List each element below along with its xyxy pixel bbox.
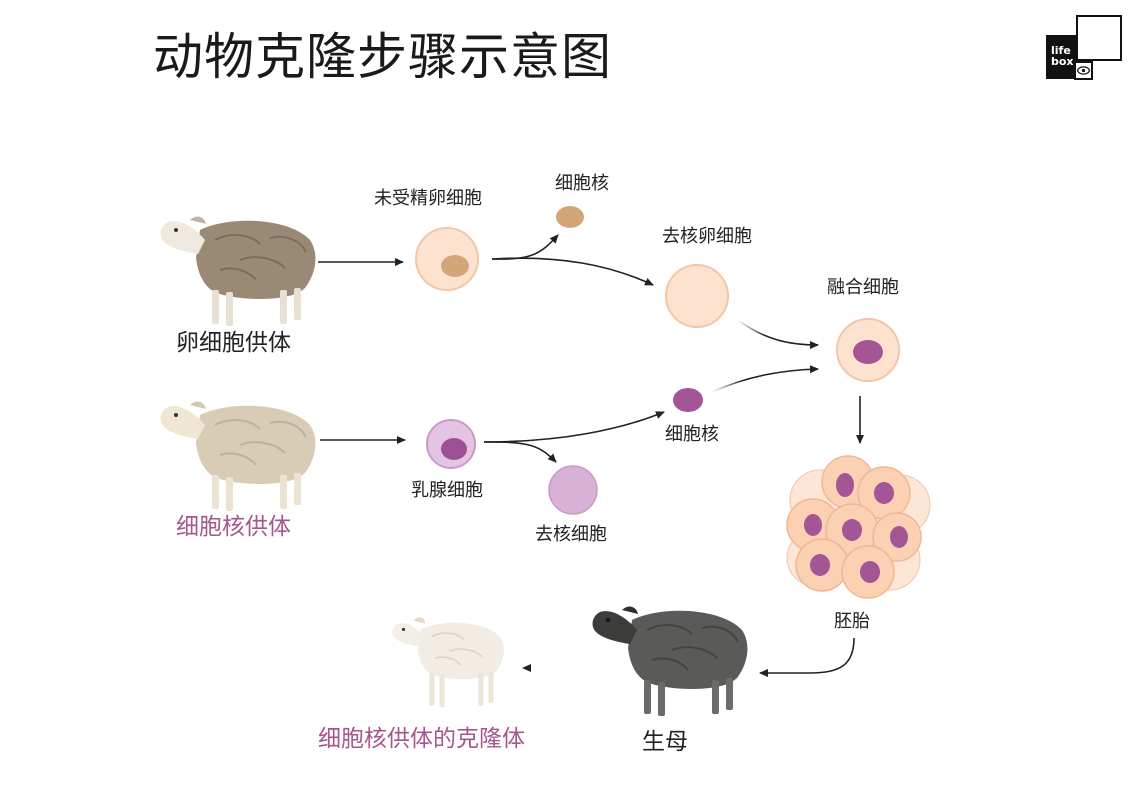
donor-nucleus bbox=[673, 388, 703, 412]
fused-cell bbox=[836, 318, 900, 382]
label-egg-nucleus: 细胞核 bbox=[555, 173, 609, 194]
label-nucleus-donor: 细胞核供体 bbox=[176, 514, 291, 540]
label-donor-nucleus: 细胞核 bbox=[665, 424, 719, 445]
egg-nucleus bbox=[556, 206, 584, 228]
lifebox-logo: life box bbox=[1046, 15, 1124, 83]
label-mammary-cell: 乳腺细胞 bbox=[411, 480, 483, 501]
clone-lamb bbox=[392, 617, 504, 708]
enucleated-egg-cell bbox=[665, 264, 729, 328]
unfertilized-egg-cell bbox=[415, 227, 479, 291]
arrow-to-enucleated-cell bbox=[483, 441, 557, 463]
label-enucleated-cell: 去核细胞 bbox=[535, 524, 607, 545]
arrow-to-surrogate bbox=[759, 637, 855, 677]
page-title: 动物克隆步骤示意图 bbox=[153, 28, 612, 86]
label-clone: 细胞核供体的克隆体 bbox=[318, 726, 525, 752]
eye-icon bbox=[1074, 61, 1093, 80]
nucleus-donor-sheep bbox=[160, 401, 316, 511]
label-egg-donor: 卵细胞供体 bbox=[176, 330, 291, 356]
logo-line-2: box bbox=[1051, 55, 1074, 68]
label-enucleated-egg: 去核卵细胞 bbox=[662, 226, 752, 247]
arrow-to-fused-from-nucleus bbox=[711, 365, 819, 393]
label-fused-cell: 融合细胞 bbox=[827, 277, 899, 298]
arrow-to-enucleated-egg bbox=[491, 257, 654, 286]
egg-donor-sheep bbox=[160, 216, 316, 326]
label-unfertilized-egg: 未受精卵细胞 bbox=[374, 188, 482, 209]
logo-text-block: life box bbox=[1046, 35, 1078, 79]
arrows bbox=[318, 234, 864, 677]
arrow-to-fused-from-egg bbox=[737, 319, 819, 349]
label-surrogate: 生母 bbox=[642, 729, 688, 755]
label-embryo: 胚胎 bbox=[834, 611, 870, 632]
logo-line-1: life bbox=[1051, 44, 1071, 57]
arrow-to-donor-nucleus bbox=[483, 411, 665, 443]
embryo-cluster bbox=[786, 455, 931, 599]
enucleated-mammary-cell bbox=[548, 465, 598, 515]
mammary-cell bbox=[426, 419, 476, 469]
logo-square bbox=[1076, 15, 1122, 61]
surrogate-sheep bbox=[592, 606, 748, 716]
arrow-to-egg-nucleus bbox=[491, 234, 559, 260]
